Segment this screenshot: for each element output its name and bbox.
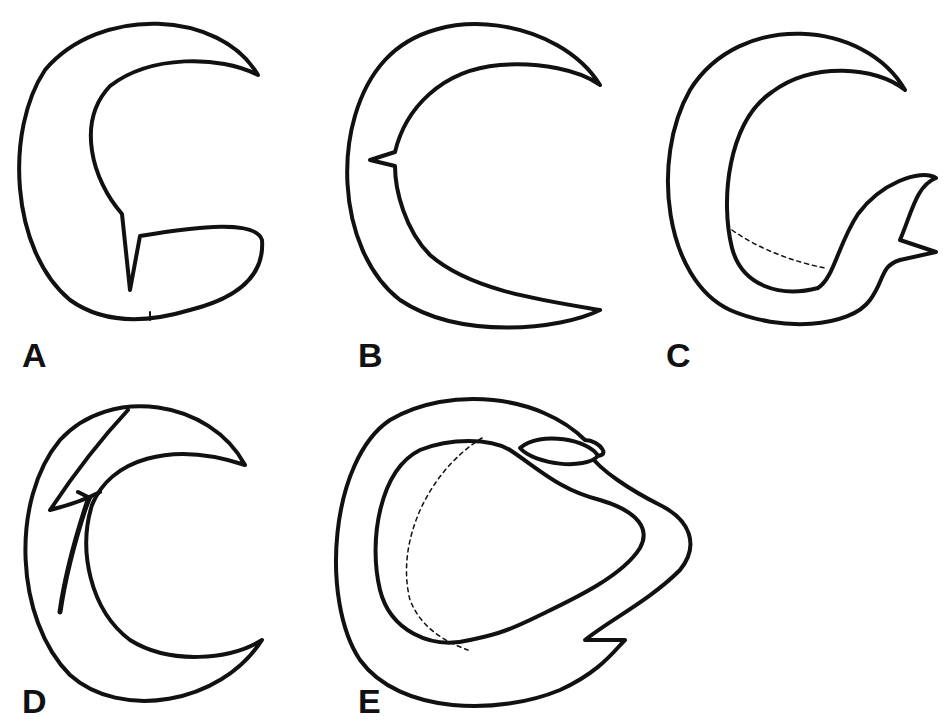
panel-letter: E <box>358 684 381 718</box>
shape-a <box>19 24 262 320</box>
shape-b <box>347 24 600 327</box>
shape-d <box>25 406 262 701</box>
shape-e <box>336 399 690 706</box>
panel-letter: C <box>666 338 691 372</box>
panel-letter: A <box>22 338 47 372</box>
panel-letter: B <box>358 338 383 372</box>
panel-letter: D <box>22 684 47 718</box>
shape-c <box>668 34 936 324</box>
